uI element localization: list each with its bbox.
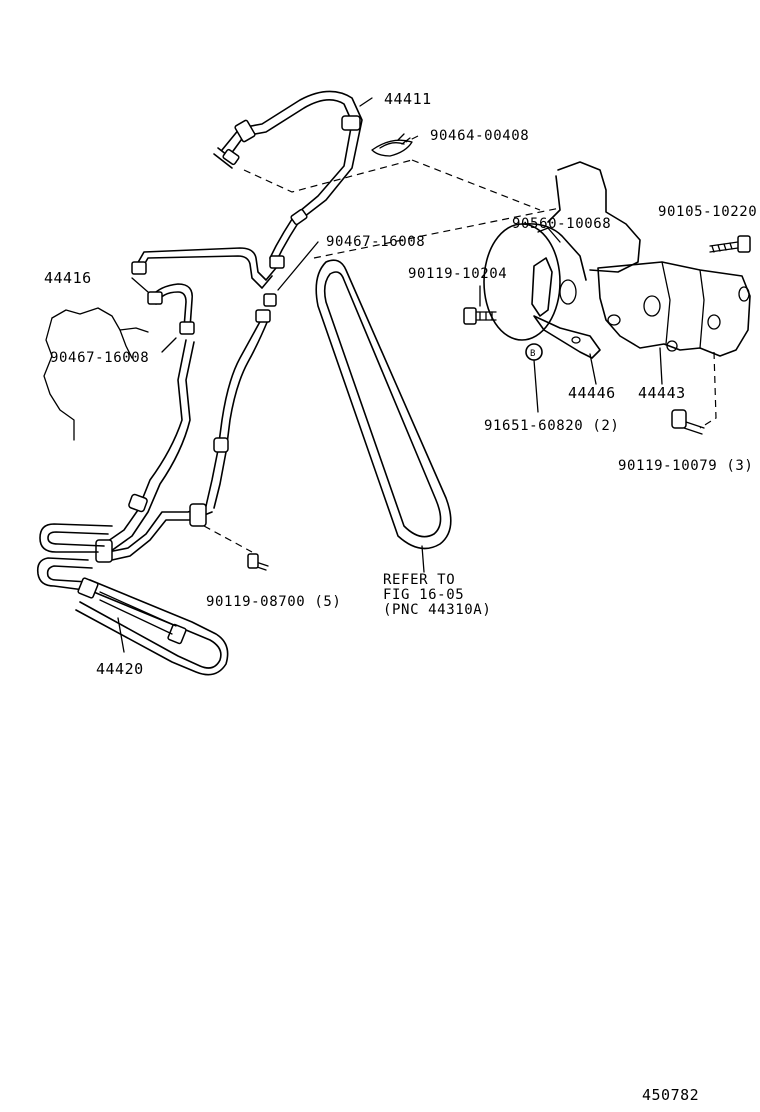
clamp-90464-00408: [371, 133, 413, 157]
figure-number: 450782: [642, 1086, 699, 1104]
label-90467-16008-top: 90467-16008: [326, 234, 425, 250]
label-44420: 44420: [96, 660, 144, 678]
bolt-90105-10220: [709, 235, 751, 253]
label-44411: 44411: [384, 90, 432, 108]
refer-line-3: (PNC 44310A): [383, 602, 491, 618]
label-91651-60820: 91651-60820 (2): [484, 418, 619, 434]
washer-91651-60820: B: [525, 343, 543, 361]
pump-bracket-44443: [597, 261, 751, 357]
label-90105-10220: 90105-10220: [658, 204, 757, 220]
label-44443: 44443: [638, 384, 686, 402]
part-labels: 44411 90464-00408 90560-10068 90105-1022…: [44, 90, 757, 1104]
engine-outline: [43, 307, 149, 441]
label-90467-16008-left: 90467-16008: [50, 350, 149, 366]
label-90119-08700: 90119-08700 (5): [206, 594, 341, 610]
return-tube-group: [95, 247, 285, 563]
label-90119-10204: 90119-10204: [408, 266, 507, 282]
dashed-reference-lines: [203, 135, 717, 553]
label-44416: 44416: [44, 269, 92, 287]
drive-belt: [315, 259, 452, 550]
refer-line-2: FIG 16-05: [383, 587, 464, 603]
bolt-90119-10204: [463, 307, 497, 325]
refer-line-1: REFER TO: [383, 572, 455, 588]
label-90560-10068: 90560-10068: [512, 216, 611, 232]
oil-cooler-44420: [36, 523, 229, 676]
bolt-90119-08700: [247, 553, 269, 571]
leader-lines: [117, 97, 663, 653]
label-90119-10079: 90119-10079 (3): [618, 458, 753, 474]
pressure-hose-44411: [213, 90, 363, 263]
washer-marker-b: B: [530, 349, 535, 359]
label-44446: 44446: [568, 384, 616, 402]
bolt-90119-10079: [671, 409, 705, 435]
vane-pump: [483, 161, 641, 359]
label-90464-00408: 90464-00408: [430, 128, 529, 144]
